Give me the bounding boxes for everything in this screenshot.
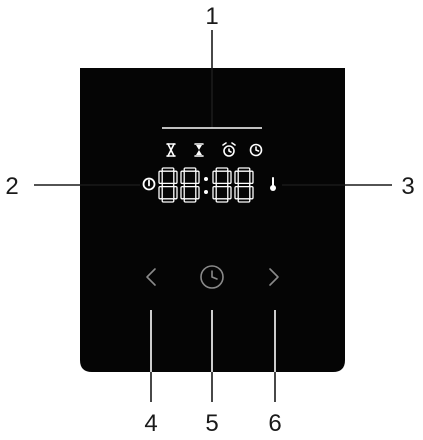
callout-6: 6 <box>268 310 282 437</box>
callout-2: 2 <box>5 173 140 200</box>
clock-button[interactable] <box>200 265 224 289</box>
lcd-segment-g <box>215 182 229 188</box>
left-button[interactable] <box>137 263 165 291</box>
power-icon <box>142 177 156 191</box>
lcd-digit-1 <box>180 167 200 203</box>
callout-number-1: 1 <box>205 3 218 30</box>
lcd-colon-dot <box>204 177 208 181</box>
lcd-segment-g <box>161 182 175 188</box>
lcd-segment-e <box>212 185 217 200</box>
lcd-digits-value: 88:88 <box>211 204 214 206</box>
lcd-digit-3 <box>234 167 254 203</box>
lcd-segment-b <box>195 170 200 185</box>
lcd-segment-f <box>158 170 163 185</box>
lcd-segment-f <box>234 170 239 185</box>
lcd-segment-d <box>215 198 229 203</box>
lcd-colon-dot <box>204 190 208 194</box>
lcd-segment-b <box>249 170 254 185</box>
lcd-segment-d <box>183 198 197 203</box>
lcd-segment-e <box>158 185 163 200</box>
lcd-segment-a <box>237 167 251 172</box>
lcd-segment-b <box>227 170 232 185</box>
lcd-segment-c <box>227 185 232 200</box>
alarm-clock-icon <box>222 142 236 157</box>
lcd-digit-display <box>158 167 254 203</box>
callout-number-5: 5 <box>205 410 218 437</box>
lcd-segment-g <box>237 182 251 188</box>
clock-button-icon <box>200 265 224 289</box>
lcd-segment-f <box>212 170 217 185</box>
callout-number-3: 3 <box>401 173 414 200</box>
lcd-digit-0 <box>158 167 178 203</box>
lcd-segment-c <box>249 185 254 200</box>
callout-number-6: 6 <box>268 410 281 437</box>
callout-4: 4 <box>144 310 158 437</box>
lcd-segment-d <box>161 198 175 203</box>
lcd-segment-b <box>173 170 178 185</box>
lcd-segment-d <box>237 198 251 203</box>
lcd-segment-f <box>180 170 185 185</box>
lcd-segment-a <box>161 167 175 172</box>
lcd-segment-c <box>173 185 178 200</box>
callout-5: 5 <box>205 310 219 437</box>
clock-icon <box>249 143 263 157</box>
right-button[interactable] <box>260 263 288 291</box>
lcd-segment-g <box>183 182 197 188</box>
lcd-segment-e <box>180 185 185 200</box>
thermometer-icon <box>270 177 276 191</box>
callout-number-2: 2 <box>5 173 18 200</box>
lcd-segment-c <box>195 185 200 200</box>
callout-1: 1 <box>162 3 262 129</box>
callout-3: 3 <box>282 173 415 200</box>
lcd-segment-e <box>234 185 239 200</box>
callout-number-4: 4 <box>144 410 157 437</box>
display-icon-row <box>166 142 263 157</box>
lcd-digit-2 <box>212 167 232 203</box>
lcd-segment-a <box>215 167 229 172</box>
control-panel <box>80 68 345 372</box>
hourglass-icon <box>166 143 176 157</box>
chevron-left-icon <box>146 268 156 286</box>
hourglass-filled-icon <box>194 143 204 157</box>
chevron-right-icon <box>269 268 279 286</box>
lcd-segment-a <box>183 167 197 172</box>
